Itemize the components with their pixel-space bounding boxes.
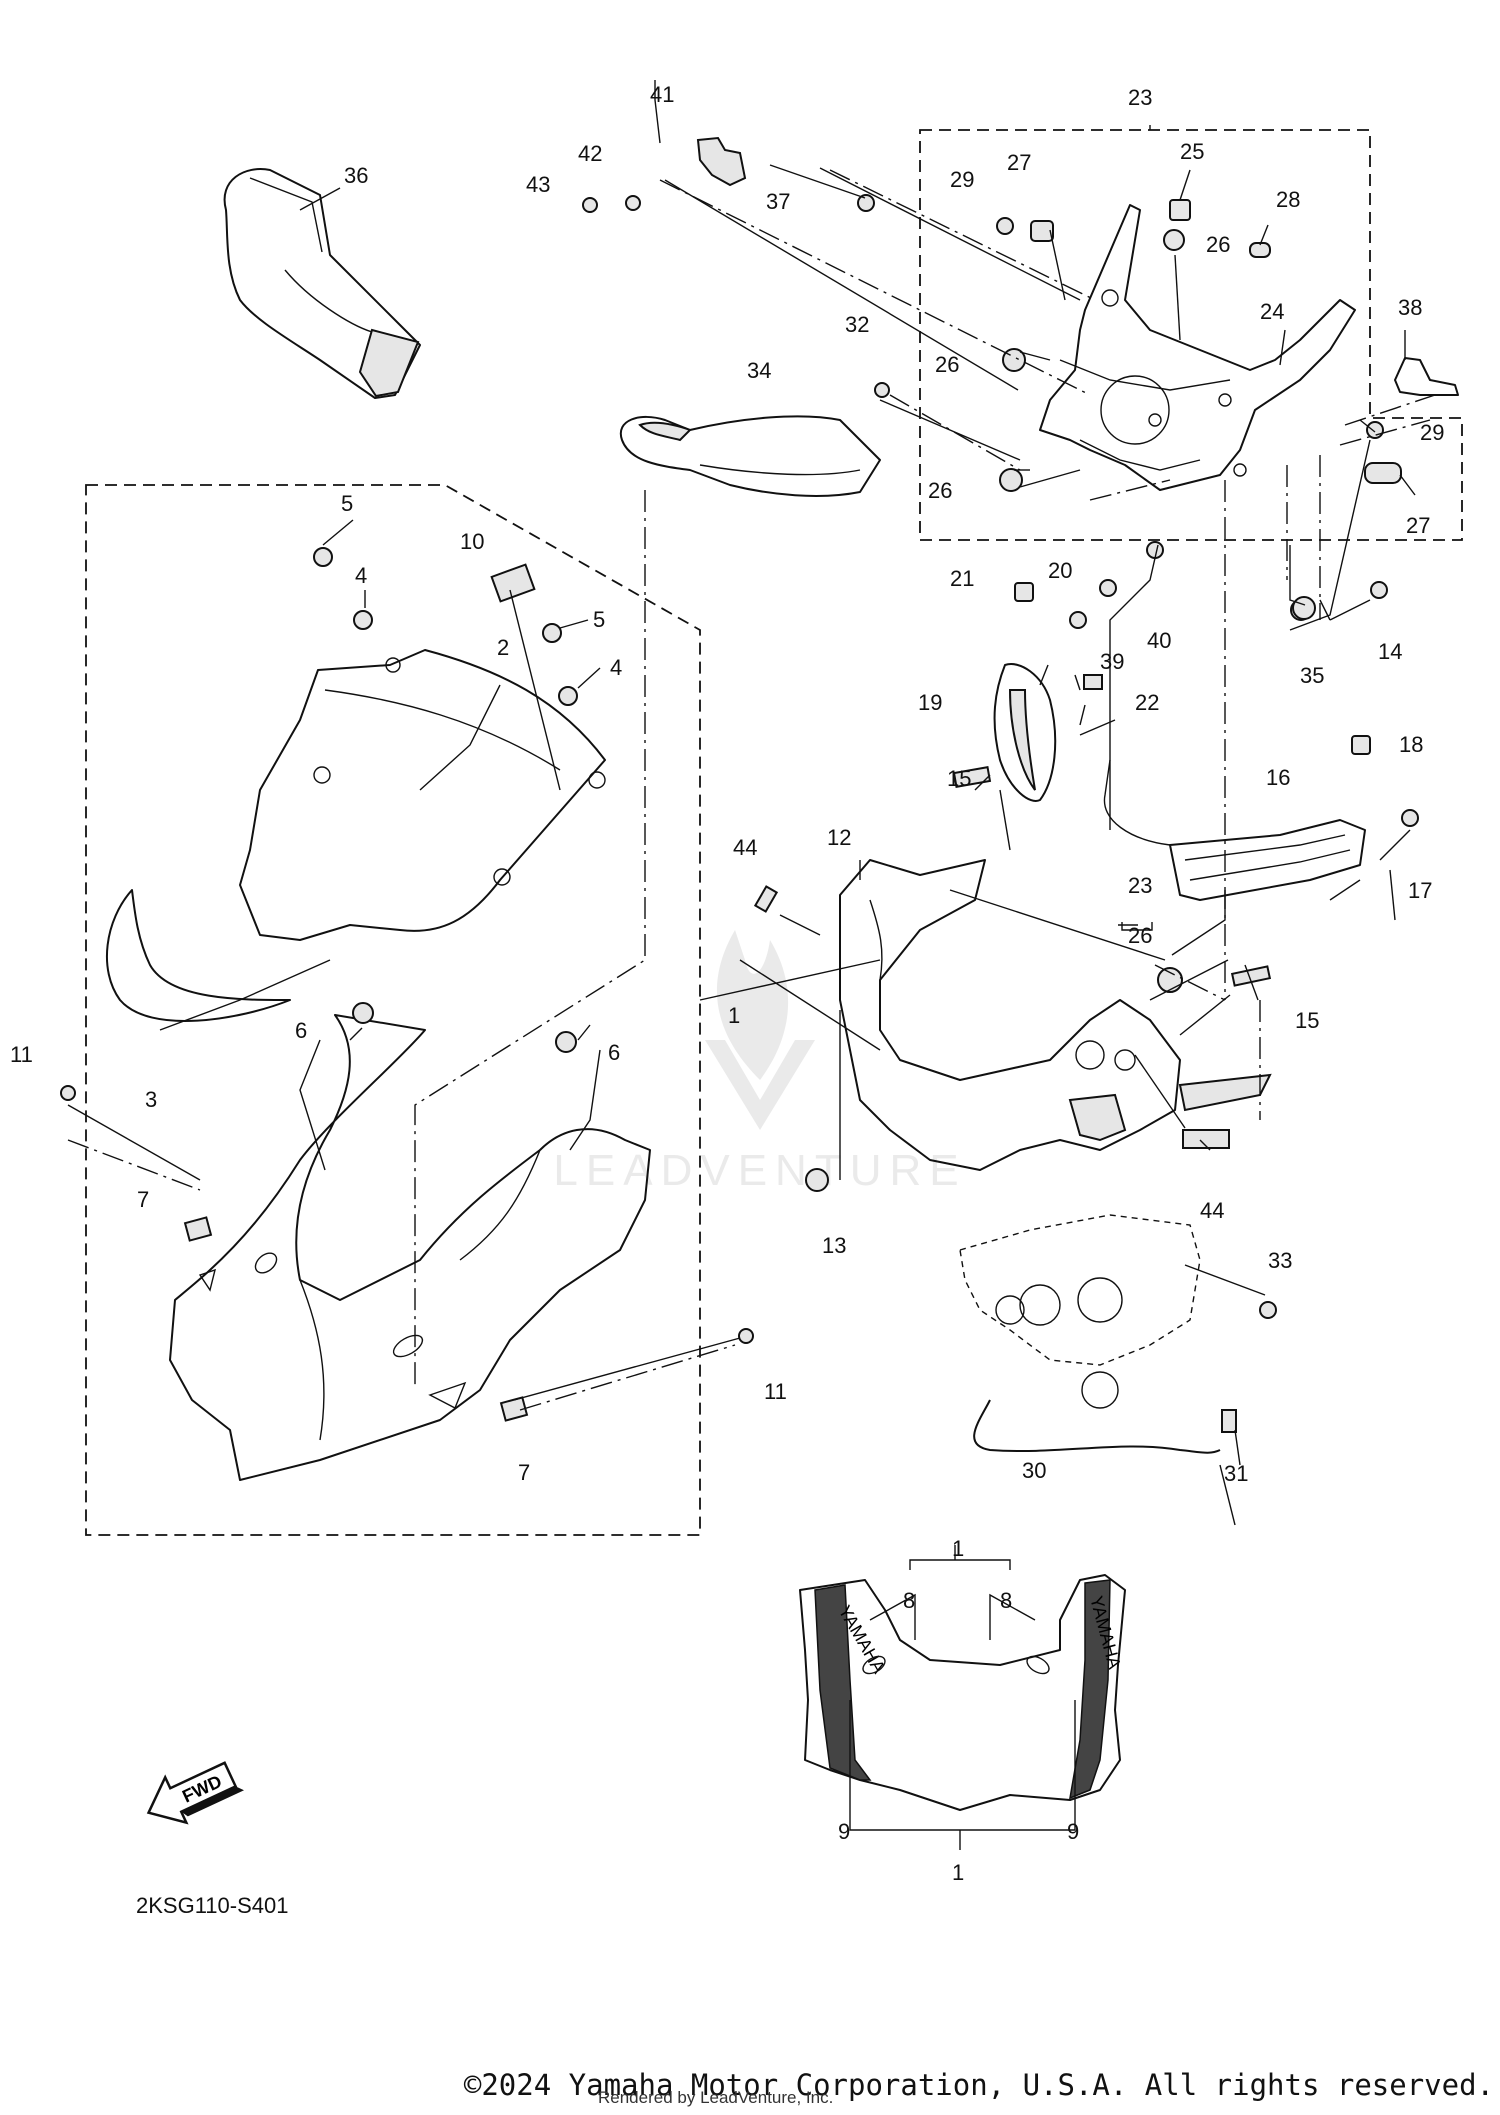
copyright-notice: ©2024 Yamaha Motor Corporation, U.S.A. A… [463,2068,1494,2102]
callout-42: 42 [578,141,602,166]
callout-30: 30 [1022,1458,1046,1483]
alignment-lines [67,169,1436,1411]
callout-28: 28 [1276,187,1300,212]
front-cowling-part-1 [169,1014,651,1481]
callout-15-a: 15 [947,766,971,791]
callout-labels: 36 41 42 43 37 32 34 23 25 27 29 28 26 2… [10,82,1444,1885]
callout-32: 32 [845,312,869,337]
callout-40: 40 [1147,628,1171,653]
callout-9-a: 9 [838,1819,850,1844]
callout-11-b: 11 [764,1379,787,1404]
callout-23-b: 23 [1128,873,1152,898]
callout-4-a: 4 [355,563,367,588]
callout-12: 12 [827,825,851,850]
callout-20: 20 [1048,558,1072,583]
callout-27-top: 27 [1007,150,1031,175]
callout-26-d: 26 [1128,923,1152,948]
headlight-part-30 [959,1214,1221,1454]
watermark: LEADVENTURE [553,930,966,1195]
callout-44-b: 44 [1200,1198,1224,1223]
watermark-text: LEADVENTURE [553,1146,966,1195]
callout-8-b: 8 [1000,1588,1012,1613]
watermark-v-icon [705,1040,815,1130]
callout-21: 21 [950,566,974,591]
callout-25: 25 [1180,139,1204,164]
callout-26-a: 26 [1206,232,1230,257]
callout-2: 2 [497,635,509,660]
callout-10: 10 [460,529,484,554]
callout-6-b: 6 [608,1040,620,1065]
callout-6-a: 6 [295,1018,307,1043]
callout-33: 33 [1268,1248,1292,1273]
callout-44-a: 44 [733,835,757,860]
windscreen-part-2 [239,649,606,941]
bracket-part-38 [1394,357,1459,396]
callout-36: 36 [344,163,368,188]
callout-29-top: 29 [950,167,974,192]
callout-15-b: 15 [1295,1008,1319,1033]
trim-part-3 [105,889,291,1022]
lamp-part-16 [1103,759,1366,901]
callout-1-decal-top: 1 [952,1536,964,1561]
lamp-part-19 [993,663,1057,802]
callout-34: 34 [747,358,771,383]
fasteners [60,194,1419,1433]
callout-8-a: 8 [903,1588,915,1613]
group-box-cowling-stay [919,129,1463,541]
diagram-code: 2KSG110-S401 [136,1893,288,1918]
callout-17: 17 [1408,878,1432,903]
callout-39: 39 [1100,649,1124,674]
callout-16: 16 [1266,765,1290,790]
callout-3: 3 [145,1087,157,1112]
callout-38: 38 [1398,295,1422,320]
callout-7-b: 7 [518,1460,530,1485]
mirror-part-36 [223,168,421,399]
callout-24: 24 [1260,299,1284,324]
fwd-arrow-icon: FWD [146,1761,245,1825]
callout-13: 13 [822,1233,846,1258]
decal-part-1: YAMAHA YAMAHA [799,1574,1126,1811]
callout-19: 19 [918,690,942,715]
inner-panel-part-12 [839,859,1272,1171]
callout-26-b: 26 [935,352,959,377]
callout-5-a: 5 [341,491,353,516]
callout-35: 35 [1300,663,1324,688]
callout-31: 31 [1224,1461,1248,1486]
callout-26-c: 26 [928,478,952,503]
callout-9-b: 9 [1067,1819,1079,1844]
callout-18: 18 [1399,732,1423,757]
bracket-part-41 [696,136,747,187]
callout-1-decal-bottom: 1 [952,1860,964,1885]
deflector-part-34 [619,415,881,497]
callout-1-group: 1 [728,1003,740,1028]
callout-41: 41 [650,82,674,107]
group-box-front-cowling [85,484,701,1536]
callout-4-b: 4 [610,655,622,680]
callout-23: 23 [1128,85,1152,110]
callout-5-b: 5 [593,607,605,632]
callout-7-a: 7 [137,1187,149,1212]
cowling-stay-part-24 [1039,204,1356,491]
callout-22: 22 [1135,690,1159,715]
rendered-by-credit: Rendered by LeadVenture, Inc. [598,2088,834,2107]
callout-43: 43 [526,172,550,197]
callout-29-right: 29 [1420,420,1444,445]
leader-lines [67,80,1416,1850]
callout-14: 14 [1378,639,1402,664]
callout-37: 37 [766,189,790,214]
callout-27-right: 27 [1406,513,1430,538]
callout-11-a: 11 [10,1042,33,1067]
watermark-flame-icon [716,930,789,1080]
